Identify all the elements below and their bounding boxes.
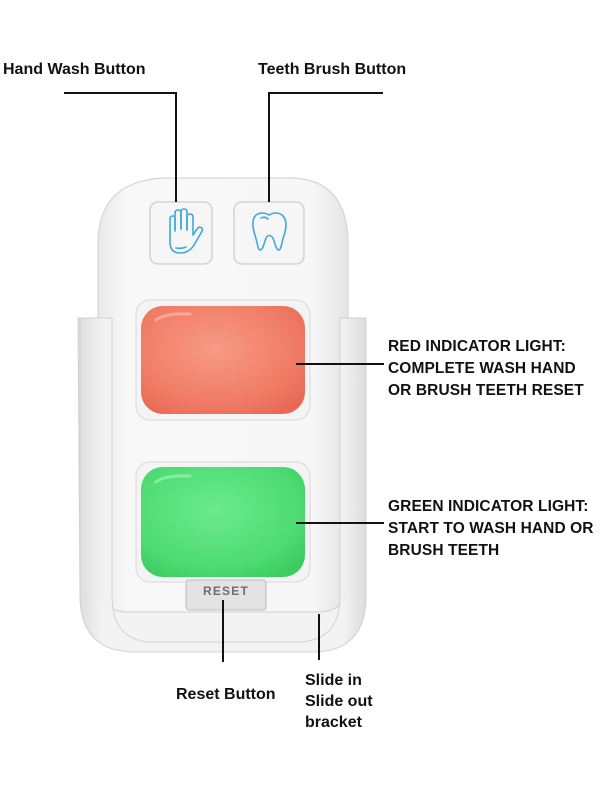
leader-teeth-brush [268, 92, 383, 202]
label-green-line-2: START TO WASH HAND OR [388, 520, 594, 537]
label-bracket-line-2: Slide out [305, 693, 373, 710]
label-bracket-line-1: Slide in [305, 672, 362, 689]
label-green-indicator-light: GREEN INDICATOR LIGHT: START TO WASH HAN… [388, 496, 594, 562]
label-reset-button: Reset Button [176, 686, 276, 703]
leader-lines [64, 92, 384, 662]
hand-wash-button[interactable] [149, 201, 213, 265]
label-red-line-2: COMPLETE WASH HAND [388, 360, 576, 377]
label-green-line-3: BRUSH TEETH [388, 542, 500, 559]
reset-button-label: RESET [202, 584, 249, 598]
red-indicator-light [135, 299, 311, 421]
reset-button[interactable] [185, 579, 267, 611]
teeth-brush-button[interactable] [233, 201, 305, 265]
label-bracket-line-3: bracket [305, 714, 362, 731]
label-red-line-1: RED INDICATOR LIGHT: [388, 338, 566, 355]
hand-icon [169, 208, 204, 254]
green-indicator-light [135, 461, 311, 583]
label-slide-bracket: Slide in Slide out bracket [305, 670, 373, 733]
label-green-line-1: GREEN INDICATOR LIGHT: [388, 498, 589, 515]
label-hand-wash-button: Hand Wash Button [3, 61, 146, 78]
label-teeth-brush-button: Teeth Brush Button [258, 61, 407, 78]
label-red-indicator-light: RED INDICATOR LIGHT: COMPLETE WASH HAND … [388, 336, 584, 402]
leader-hand-wash [64, 92, 177, 202]
tooth-icon [252, 212, 287, 251]
label-red-line-3: OR BRUSH TEETH RESET [388, 382, 584, 399]
